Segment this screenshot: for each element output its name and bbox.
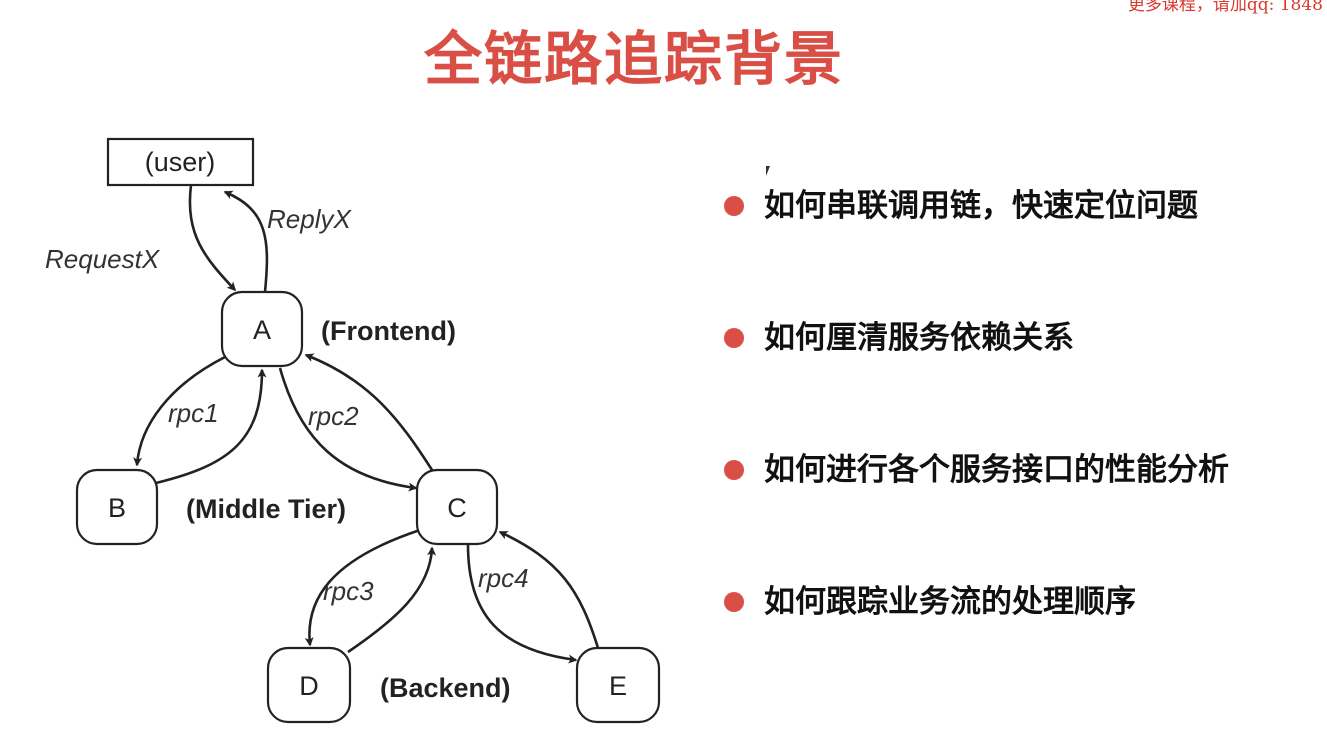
node-b: B [75, 468, 159, 546]
edge-rpc3-return [347, 546, 437, 654]
edge-label-reply: ReplyX [267, 204, 352, 234]
bullet-text: 如何串联调用链，快速定位问题 [764, 188, 1198, 224]
node-a-label: A [253, 315, 271, 345]
bullet-text: 如何跟踪业务流的处理顺序 [764, 584, 1136, 620]
node-d-label: D [299, 671, 319, 701]
bullet-item: 如何厘清服务依赖关系 [722, 312, 1229, 444]
edge-request [188, 184, 237, 292]
node-c: C [415, 468, 499, 546]
bullet-list: 如何串联调用链，快速定位问题 如何厘清服务依赖关系 如何进行各个服务接口的性能分… [722, 180, 1229, 708]
tier-backend-label: (Backend) [380, 673, 511, 703]
node-c-label: C [447, 493, 467, 523]
edge-rpc3-call [304, 528, 421, 647]
edge-rpc2-call [278, 367, 418, 492]
edge-label-rpc3: rpc3 [323, 576, 374, 606]
edge-rpc4-call [466, 544, 578, 664]
bullet-item: 如何串联调用链，快速定位问题 [722, 180, 1229, 312]
edge-rpc1-call [133, 355, 226, 467]
bullet-item: 如何进行各个服务接口的性能分析 [722, 444, 1229, 576]
edge-label-rpc4: rpc4 [478, 563, 529, 593]
node-d: D [266, 646, 352, 724]
bullet-dot-icon [724, 460, 744, 480]
call-chain-diagram: (user) A B C D E (Frontend) (Middle Tier… [45, 137, 661, 724]
node-b-label: B [108, 493, 126, 523]
node-user: (user) [106, 137, 255, 187]
mouse-cursor-icon [766, 166, 770, 176]
edge-label-rpc2: rpc2 [308, 401, 359, 431]
bullet-item: 如何跟踪业务流的处理顺序 [722, 576, 1229, 708]
edge-rpc2-return [304, 353, 434, 471]
tier-frontend-label: (Frontend) [321, 316, 456, 346]
slide-title: 全链路追踪背景 [423, 25, 844, 93]
node-a: A [220, 290, 304, 368]
node-user-label: (user) [145, 147, 216, 177]
watermark-text: 更多课程，请加qq: 1848 [1127, 0, 1323, 15]
node-e-label: E [609, 671, 627, 701]
edge-rpc1-return [155, 368, 267, 485]
bullet-text: 如何进行各个服务接口的性能分析 [764, 452, 1229, 488]
node-e: E [575, 646, 661, 724]
bullet-dot-icon [724, 592, 744, 612]
edge-label-request: RequestX [45, 244, 161, 274]
bullet-text: 如何厘清服务依赖关系 [764, 320, 1074, 356]
bullet-dot-icon [724, 328, 744, 348]
edge-reply [223, 190, 269, 293]
edge-label-rpc1: rpc1 [168, 398, 219, 428]
tier-middle-label: (Middle Tier) [186, 494, 346, 524]
edge-rpc4-return [498, 530, 600, 649]
bullet-dot-icon [724, 196, 744, 216]
